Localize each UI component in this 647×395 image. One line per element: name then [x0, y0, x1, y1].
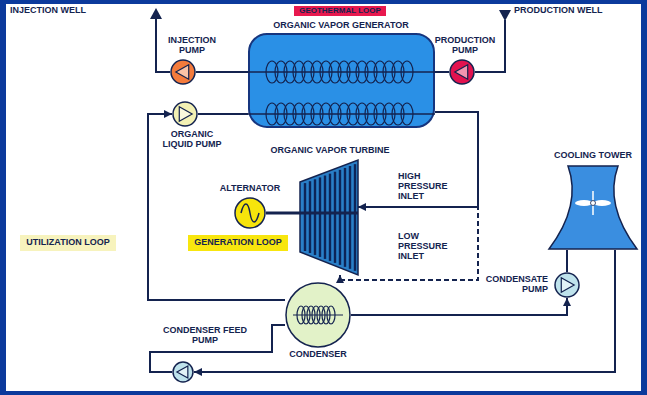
equipment-label: CONDENSATE PUMP [478, 275, 548, 295]
equipment-label: CONDENSER FEED PUMP [158, 326, 253, 346]
pipe [148, 114, 285, 300]
injection-pipe [156, 18, 170, 72]
pump-arrow [179, 107, 192, 121]
shaft [266, 212, 300, 215]
pump-circle-shape [554, 272, 580, 298]
well-label: INJECTION WELL [10, 6, 86, 16]
turbine-blade [319, 177, 321, 257]
coil-loop [401, 61, 413, 83]
well-arrow [150, 8, 162, 19]
turbine-shape [300, 160, 358, 275]
pipe [351, 298, 567, 315]
loop-label: UTILIZATION LOOP [26, 238, 109, 248]
pump-circle-shape [172, 101, 198, 127]
coil-loop [401, 103, 413, 125]
pump-arrow [177, 366, 188, 378]
cooling-tower: COOLING TOWER [548, 165, 638, 250]
vessel [249, 34, 434, 127]
turbine: ORGANIC VAPOR TURBINE [300, 160, 358, 275]
pump-arrow [455, 65, 468, 79]
equipment-label: PRODUCTION PUMP [428, 36, 503, 56]
condenser: CONDENSER [285, 282, 351, 348]
equipment-label: COOLING TOWER [554, 151, 632, 161]
alternator-body [235, 198, 265, 228]
condenser-body [286, 283, 350, 347]
well-label: PRODUCTION WELL [514, 6, 603, 16]
pump-circle: PRODUCTION PUMP [449, 59, 475, 85]
turbine-blade [329, 174, 331, 261]
dashed-pipe [340, 112, 478, 280]
vapor-generator: ORGANIC VAPOR GENERATOR [248, 33, 435, 128]
equipment-label: ORGANIC LIQUID PUMP [155, 130, 230, 150]
pump-body [171, 60, 195, 84]
turbine-blade [309, 181, 311, 253]
pump-body [555, 273, 579, 297]
pipe [198, 113, 248, 115]
equipment-label: ORGANIC VAPOR GENERATOR [273, 21, 409, 31]
pipe [150, 325, 285, 372]
pump-circle-shape [449, 59, 475, 85]
pump-body [173, 362, 193, 382]
condenser-shape [285, 282, 351, 348]
equipment-label: INJECTION PUMP [157, 36, 227, 56]
pump-circle-shape [172, 361, 194, 383]
loop-band: UTILIZATION LOOP [20, 235, 115, 251]
pump-circle-shape [170, 59, 196, 85]
well-arrow [499, 10, 511, 21]
pipe [566, 250, 568, 272]
turbine-blade [324, 176, 326, 259]
sine-symbol [241, 204, 259, 222]
pump-arrow [561, 278, 574, 292]
pipe [435, 71, 449, 73]
panel [6, 4, 641, 391]
equipment-label: ALTERNATOR [220, 184, 281, 194]
production-pipe [475, 20, 505, 72]
loop-label: GENERATION LOOP [194, 238, 281, 248]
turbine-blade [304, 183, 306, 251]
tower-shell [549, 166, 637, 249]
turbine-blade [334, 172, 336, 263]
pipe [194, 250, 615, 372]
turbine-blade [314, 179, 316, 255]
turbine-shaft [300, 212, 358, 215]
pipe [196, 71, 248, 73]
alternator-circle-shape [234, 197, 266, 229]
pump-circle: CONDENSER FEED PUMP [172, 361, 194, 383]
pump-body [450, 60, 474, 84]
turbine-casing [300, 160, 358, 275]
turbine-blade [354, 164, 356, 271]
pump-circle: INJECTION PUMP [170, 59, 196, 85]
pump-circle: ORGANIC LIQUID PUMP [172, 101, 198, 127]
loop-band: GEOTHERMAL LOOP [294, 6, 386, 17]
loop-band: GENERATION LOOP [188, 235, 287, 251]
fan-hub [591, 201, 596, 206]
pump-arrow [176, 65, 189, 79]
inlet-label: HIGH PRESSURE INLET [398, 172, 458, 202]
pump-body [173, 102, 197, 126]
loop-label: GEOTHERMAL LOOP [299, 7, 381, 16]
alternator-circle: ALTERNATOR [234, 197, 266, 229]
cooling-tower-shape [548, 165, 638, 250]
turbine-blade [349, 166, 351, 269]
coil-loop [327, 306, 335, 324]
equipment-label: CONDENSER [289, 350, 347, 360]
turbine-blade [344, 168, 346, 267]
vapor-generator-shape [248, 33, 435, 128]
equipment-label: ORGANIC VAPOR TURBINE [271, 146, 390, 156]
pump-circle: CONDENSATE PUMP [554, 272, 580, 298]
turbine-blade [339, 170, 341, 265]
inlet-label: LOW PRESSURE INLET [398, 232, 458, 262]
